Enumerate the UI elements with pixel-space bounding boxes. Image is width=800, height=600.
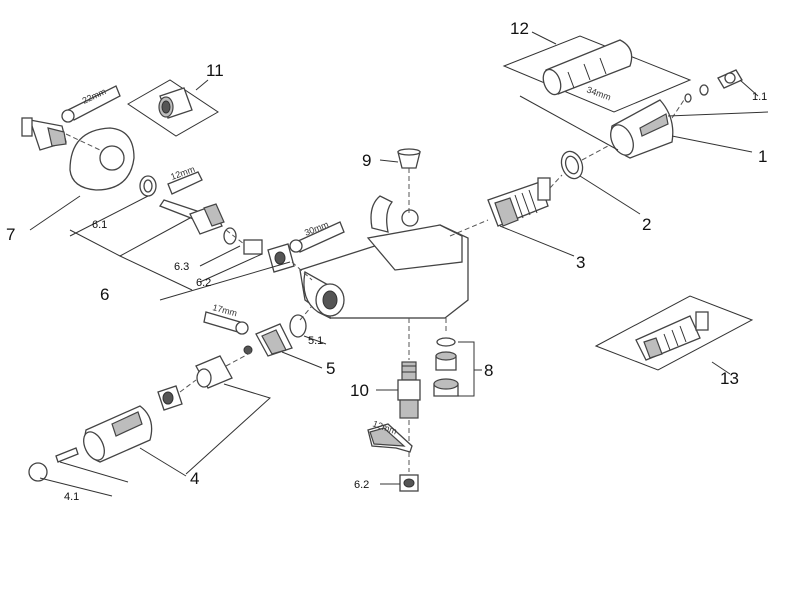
axis-line xyxy=(291,261,313,281)
part-9-cap xyxy=(397,148,421,169)
axis-line xyxy=(449,219,489,237)
part-13-box xyxy=(594,295,754,371)
wrench-17mm xyxy=(203,311,249,335)
part-1-1-screws xyxy=(684,69,743,103)
axis-line xyxy=(549,174,563,189)
part-3-cartridge xyxy=(487,177,551,227)
axis-line xyxy=(299,305,313,321)
label-1-1: 1.1 xyxy=(752,91,767,103)
tool-size-34mm: 34mm xyxy=(585,84,612,102)
label-9: 9 xyxy=(362,151,371,170)
label-6-1: 6.1 xyxy=(92,219,107,231)
label-5: 5 xyxy=(326,359,335,378)
part-1-handle xyxy=(610,99,674,159)
axis-line xyxy=(225,229,245,245)
part-6-fitting xyxy=(189,203,295,273)
wrench-12mm-bottom xyxy=(367,423,413,453)
label-8: 8 xyxy=(484,361,493,380)
part-11-box xyxy=(127,79,219,137)
label-12: 12 xyxy=(510,19,529,38)
label-11: 11 xyxy=(206,61,224,80)
wrench-22mm xyxy=(61,85,121,123)
part-10-valve xyxy=(397,361,421,419)
part-5-fitting xyxy=(243,314,307,357)
part-6-2-nut-bottom xyxy=(399,474,419,492)
label-4-1: 4.1 xyxy=(64,491,79,503)
axis-line xyxy=(179,379,197,393)
axis-line xyxy=(225,351,253,367)
label-7: 7 xyxy=(6,225,15,244)
label-10: 10 xyxy=(350,381,369,400)
part-8-washers xyxy=(433,337,459,397)
label-2: 2 xyxy=(642,215,651,234)
label-6-2-bottom: 6.2 xyxy=(354,479,369,491)
label-4: 4 xyxy=(190,469,199,488)
part-12-box xyxy=(502,35,692,113)
part-6-1-washer xyxy=(139,175,157,197)
wrench-30mm xyxy=(289,221,345,253)
label-1: 1 xyxy=(758,147,767,166)
label-6: 6 xyxy=(100,285,109,304)
axis-line xyxy=(65,133,101,151)
label-6-3: 6.3 xyxy=(174,261,189,273)
part-2-ring xyxy=(560,150,584,180)
label-6-2: 6.2 xyxy=(196,277,211,289)
label-13: 13 xyxy=(720,369,739,388)
label-3: 3 xyxy=(576,253,585,272)
part-7-connection xyxy=(21,117,135,191)
axis-line xyxy=(671,99,685,119)
mixer-body xyxy=(299,195,469,320)
label-5-1: 5.1 xyxy=(308,335,323,347)
axis-line xyxy=(581,145,609,161)
part-4-handle xyxy=(28,355,233,482)
leader-lines xyxy=(29,31,769,497)
